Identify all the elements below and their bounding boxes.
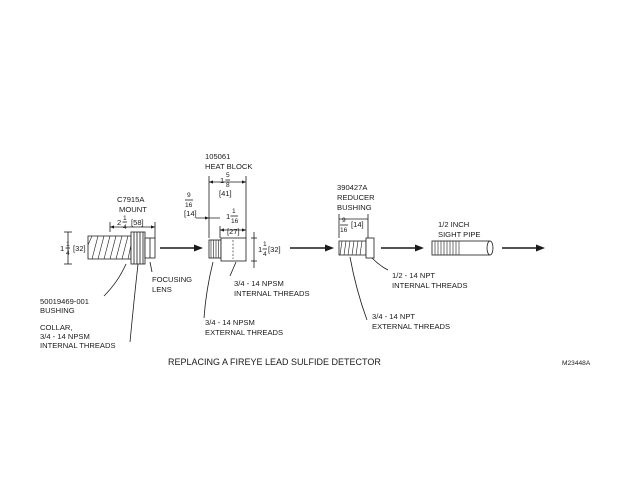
rb-external-label-1: 3/4 - 14 NPT <box>372 312 415 321</box>
reducer-len-den: 16 <box>340 227 348 234</box>
hb-internal-label-2: INTERNAL THREADS <box>234 289 310 298</box>
focusing-lens-label-1: FOCUSING <box>152 275 192 284</box>
reducer-part-number: 390427A <box>337 183 368 192</box>
diagram-caption: REPLACING A FIREYE LEAD SULFIDE DETECTOR <box>168 357 381 367</box>
sight-pipe-line-2: SIGHT PIPE <box>438 230 480 239</box>
mount-length-whole: 2 <box>117 218 121 227</box>
heat-block-offset-mm: [14] <box>184 209 197 218</box>
drawing-number: M23448A <box>562 360 591 367</box>
reducer-len-num: 9 <box>342 217 346 224</box>
heat-block-assembly: 105061 HEAT BLOCK 1 5 8 [41] 9 16 [14] 1… <box>184 152 281 268</box>
bushing-part-number: 50019469-001 <box>40 297 89 306</box>
heat-block-inner-den: 16 <box>231 218 239 225</box>
arrow-3 <box>381 244 424 252</box>
reducer-len-mm: [14] <box>351 220 364 229</box>
heat-block-inner-num: 1 <box>232 208 236 215</box>
hb-external-label-2: EXTERNAL THREADS <box>205 328 283 337</box>
focusing-lens-label-2: LENS <box>152 285 172 294</box>
collar-label-2: 3/4 - 14 NPSM <box>40 332 90 341</box>
mount-dia-num: 1 <box>66 241 70 248</box>
mount-callouts: FOCUSING LENS 50019469-001 BUSHING COLLA… <box>40 261 192 350</box>
collar-label-1: COLLAR, <box>40 323 73 332</box>
mount-assembly: 1 1 4 [32] 2 1 4 [58] C7915A <box>60 195 156 265</box>
reducer-line-1: REDUCER <box>337 193 375 202</box>
heat-block-offset-den: 16 <box>185 202 193 209</box>
rb-internal-label-2: INTERNAL THREADS <box>392 281 468 290</box>
heat-block-dia-whole: 1 <box>258 245 262 254</box>
mount-part-number: C7915A <box>117 195 145 204</box>
mount-dia-whole: 1 <box>60 244 64 253</box>
reducer-line-2: BUSHING <box>337 203 372 212</box>
hb-external-label-1: 3/4 - 14 NPSM <box>205 318 255 327</box>
mount-dia-den: 4 <box>66 250 70 257</box>
collar-label-3: INTERNAL THREADS <box>40 341 116 350</box>
heat-block-part-number: 105061 <box>205 152 230 161</box>
mount-length-den: 4 <box>123 224 127 231</box>
heat-block-width-mm: [41] <box>219 189 232 198</box>
heat-block-offset-num: 9 <box>187 192 191 199</box>
arrow-2 <box>290 244 334 252</box>
rb-internal-label-1: 1/2 - 14 NPT <box>392 271 435 280</box>
hb-internal-label-1: 3/4 - 14 NPSM <box>234 279 284 288</box>
rb-external-label-2: EXTERNAL THREADS <box>372 322 450 331</box>
mount-length-num: 1 <box>123 215 127 222</box>
heat-block-dia-mm: [32] <box>268 245 281 254</box>
heat-block-width-whole: 1 <box>220 176 224 185</box>
reducer-callouts: 1/2 - 14 NPT INTERNAL THREADS 3/4 - 14 N… <box>349 256 468 331</box>
mount-dia-mm: [32] <box>73 244 86 253</box>
heat-block-width-num: 5 <box>226 172 230 179</box>
mount-length-mm: [58] <box>131 218 144 227</box>
bushing-label: BUSHING <box>40 306 75 315</box>
heat-block-callouts: 3/4 - 14 NPSM INTERNAL THREADS 3/4 - 14 … <box>203 261 310 337</box>
sight-pipe-assembly: 1/2 INCH SIGHT PIPE <box>431 220 494 256</box>
arrow-1 <box>160 244 203 252</box>
heat-block-dia-den: 4 <box>263 251 267 258</box>
arrow-4 <box>502 244 545 252</box>
heat-block-inner-whole: 1 <box>226 212 230 221</box>
mount-name: MOUNT <box>119 205 147 214</box>
heat-block-inner-mm: [27] <box>227 227 240 236</box>
heat-block-name: HEAT BLOCK <box>205 162 252 171</box>
heat-block-dia-num: 1 <box>263 241 267 248</box>
sight-pipe-line-1: 1/2 INCH <box>438 220 469 229</box>
reducer-bushing-assembly: 390427A REDUCER BUSHING 9 16 [14] <box>337 183 375 259</box>
heat-block-width-den: 8 <box>226 182 230 189</box>
